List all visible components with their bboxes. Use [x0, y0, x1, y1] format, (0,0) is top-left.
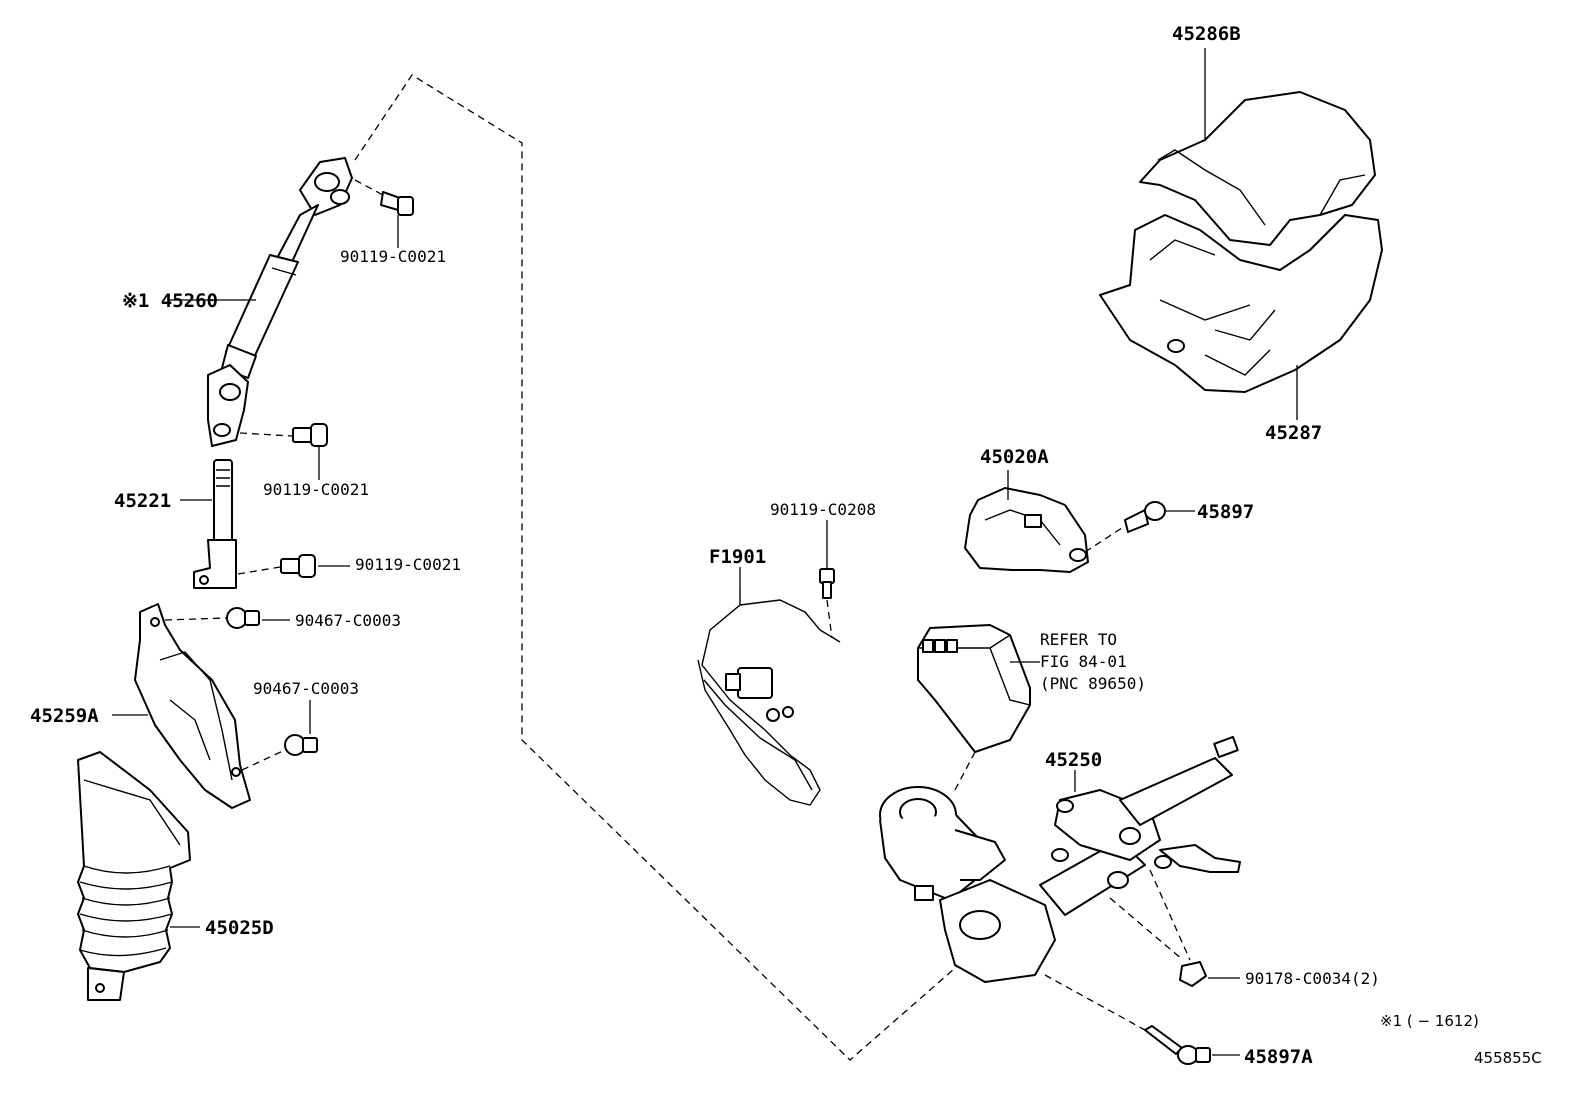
- clip-icon-a: [226, 607, 260, 629]
- bolt-icon-low: [280, 554, 316, 578]
- label-90119-mid: 90119-C0021: [263, 480, 369, 499]
- power-steering-ecu-part: [917, 624, 1031, 753]
- label-45897: 45897: [1197, 501, 1254, 523]
- label-45897A: 45897A: [1244, 1046, 1313, 1068]
- column-cover-lower-part: [1099, 214, 1383, 393]
- label-90119-top: 90119-C0021: [340, 247, 446, 266]
- label-drawing-id: 455855C: [1474, 1049, 1542, 1067]
- steering-column-assembly-part: [879, 736, 1241, 983]
- label-refer-line3: (PNC 89650): [1040, 674, 1146, 693]
- clip-icon-b: [284, 734, 318, 756]
- label-45259A: 45259A: [30, 705, 99, 727]
- assembly-boundary-line: [354, 74, 971, 1061]
- label-45287: 45287: [1265, 422, 1322, 444]
- tilt-actuator-part: [964, 487, 1089, 573]
- screw-icon-45897: [1124, 501, 1166, 533]
- column-hole-cover-part: [134, 603, 251, 809]
- label-45286B: 45286B: [1172, 23, 1241, 45]
- label-refer-line2: FIG 84-01: [1040, 652, 1127, 671]
- label-45221: 45221: [114, 490, 171, 512]
- label-90119-low: 90119-C0021: [355, 555, 461, 574]
- bolt-icon-top: [380, 191, 414, 216]
- steering-boot-part: [77, 751, 191, 1001]
- column-cover-upper-part: [1139, 91, 1376, 246]
- steering-shaft-45221-part: [193, 459, 237, 589]
- label-F1901: F1901: [709, 546, 766, 568]
- label-90119-C0208: 90119-C0208: [770, 500, 876, 519]
- label-45020A: 45020A: [980, 446, 1049, 468]
- label-45260: ※1 45260: [122, 290, 218, 312]
- label-90467-a: 90467-C0003: [295, 611, 401, 630]
- label-90178-C0034: 90178-C0034(2): [1245, 969, 1380, 988]
- bolt-icon-45897A: [1144, 1025, 1211, 1065]
- label-footnote: ※1 ( − 1612): [1380, 1012, 1479, 1030]
- wire-harness-part: [697, 590, 841, 806]
- bolt-icon-mid: [292, 423, 328, 447]
- label-90467-b: 90467-C0003: [253, 679, 359, 698]
- nut-icon-90178: [1179, 961, 1207, 987]
- intermediate-shaft-part: [207, 157, 353, 447]
- label-refer-line1: REFER TO: [1040, 630, 1117, 649]
- bolt-icon-90119-C0208: [819, 568, 835, 599]
- label-45250: 45250: [1045, 749, 1102, 771]
- label-45025D: 45025D: [205, 917, 274, 939]
